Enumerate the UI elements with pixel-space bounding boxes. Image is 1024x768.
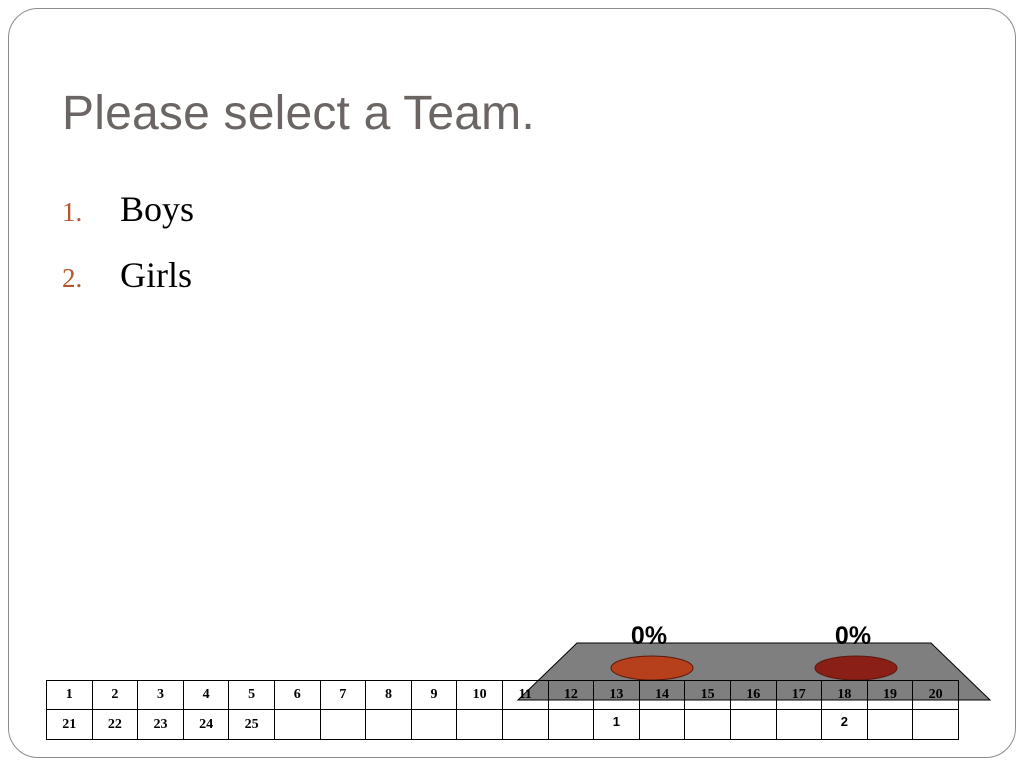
keypad-cell: 5 bbox=[228, 680, 275, 710]
keypad-cell bbox=[273, 709, 321, 740]
keypad-cell: 16 bbox=[729, 680, 777, 710]
option-number: 2. bbox=[62, 263, 83, 293]
keypad-cell: 9 bbox=[410, 680, 458, 710]
keypad-cell bbox=[684, 709, 731, 740]
keypad-cell: 12 bbox=[547, 680, 595, 710]
keypad-cell bbox=[456, 709, 503, 740]
keypad-cell: 25 bbox=[228, 709, 275, 740]
keypad-cell bbox=[775, 709, 823, 740]
keypad-cell bbox=[365, 709, 412, 740]
keypad-cell: 19 bbox=[866, 680, 914, 710]
keypad-cell: 18 bbox=[821, 680, 868, 710]
keypad-cell: 11 bbox=[501, 680, 549, 710]
keypad-cell: 13 bbox=[593, 680, 640, 710]
keypad-cell: 1 bbox=[46, 680, 93, 710]
keypad-cell bbox=[866, 709, 914, 740]
keypad-cell bbox=[638, 709, 686, 740]
keypad-cell: 3 bbox=[137, 680, 184, 710]
keypad-cell bbox=[912, 709, 959, 740]
keypad-cell: 2 bbox=[91, 680, 139, 710]
keypad-cell: 10 bbox=[456, 680, 503, 710]
option-list: 1. Boys 2. Girls bbox=[62, 188, 194, 320]
keypad-cell: 20 bbox=[912, 680, 959, 710]
keypad-cell bbox=[410, 709, 458, 740]
answer-marker: 2 bbox=[821, 709, 868, 740]
keypad-cell: 7 bbox=[319, 680, 367, 710]
keypad-cell: 23 bbox=[137, 709, 184, 740]
option-item-girls[interactable]: 2. Girls bbox=[62, 254, 194, 320]
answer-marker: 1 bbox=[593, 709, 640, 740]
keypad-cell: 6 bbox=[273, 680, 321, 710]
keypad-cell: 24 bbox=[182, 709, 230, 740]
keypad-cell bbox=[319, 709, 367, 740]
slide-title: Please select a Team. bbox=[62, 87, 535, 140]
keypad-cell: 8 bbox=[365, 680, 412, 710]
slide-frame bbox=[8, 8, 1016, 758]
keypad-cell bbox=[501, 709, 549, 740]
keypad-cell bbox=[729, 709, 777, 740]
option-label: Boys bbox=[120, 189, 195, 229]
keypad-cell: 15 bbox=[684, 680, 731, 710]
keypad-cell bbox=[547, 709, 595, 740]
option-label: Girls bbox=[120, 255, 192, 295]
option-item-boys[interactable]: 1. Boys bbox=[62, 188, 194, 254]
keypad-cell: 14 bbox=[638, 680, 686, 710]
keypad-cell: 17 bbox=[775, 680, 823, 710]
keypad-cell: 4 bbox=[182, 680, 230, 710]
keypad-cell: 21 bbox=[46, 709, 93, 740]
keypad-cell: 22 bbox=[91, 709, 139, 740]
option-number: 1. bbox=[62, 197, 83, 227]
